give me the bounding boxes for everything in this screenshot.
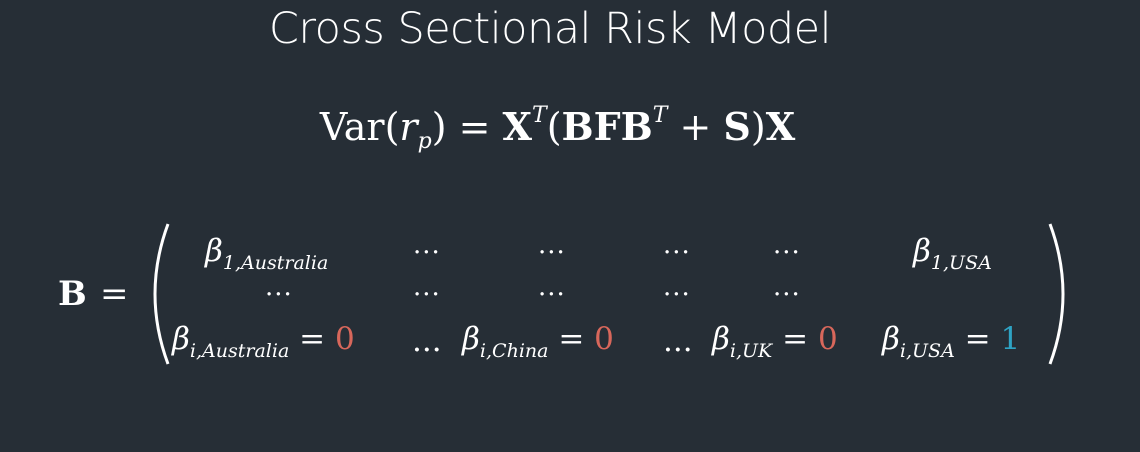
australia-zero-value: 0 (334, 321, 355, 357)
close-paren: ) (750, 105, 766, 149)
matrix-equals: = (100, 274, 129, 314)
row1-dots-3: ··· (663, 238, 691, 268)
weights-matrix-x: X (502, 104, 532, 149)
var-rparen: ) (431, 105, 447, 149)
row2-dots-1: ··· (265, 280, 293, 310)
row2-dots-4: ··· (663, 280, 691, 310)
matrix-b-symbol: B (58, 274, 87, 314)
cell-beta-i-australia: βi,Australia = 0 (172, 321, 355, 362)
var-operator: Var (319, 105, 385, 149)
transpose-superscript: T (532, 103, 547, 128)
row1-dots-4: ··· (773, 238, 801, 268)
row2-dots-5: ··· (773, 280, 801, 310)
portfolio-subscript: p (417, 129, 432, 154)
row3-dots-1: ... (412, 323, 442, 359)
right-parenthesis (1048, 223, 1065, 365)
cell-beta-i-usa: βi,USA = 1 (882, 321, 1021, 362)
variance-equation: Var(rp) = XT(BFBT + S)X (0, 103, 1115, 153)
equation-equals: = (446, 105, 503, 149)
row2-dots-2: ··· (413, 280, 441, 310)
left-parenthesis (153, 223, 170, 365)
cell-beta-1-australia: β1,Australia (205, 233, 329, 274)
open-paren: ( (546, 105, 562, 149)
bfb-term: BFB (561, 104, 653, 149)
plus-sign: + (667, 105, 724, 149)
china-zero-value: 0 (594, 321, 614, 357)
row2-dots-3: ··· (538, 280, 566, 310)
portfolio-return: r (399, 105, 418, 149)
cell-beta-1-usa: β1,USA (913, 233, 992, 274)
weights-matrix-x-2: X (765, 104, 796, 149)
slide-title: Cross Sectional Risk Model (268, 4, 832, 54)
usa-one-value: 1 (1000, 321, 1021, 357)
var-lparen: ( (384, 105, 400, 149)
row3-dots-2: ... (663, 323, 693, 359)
specific-risk-s: S (723, 104, 751, 149)
uk-zero-value: 0 (817, 321, 838, 357)
row1-dots-2: ··· (538, 238, 566, 268)
row1-dots-1: ··· (413, 238, 441, 268)
cell-beta-i-uk: βi,UK = 0 (712, 321, 838, 362)
transpose-superscript-2: T (652, 103, 668, 128)
cell-beta-i-china: βi,China = 0 (462, 321, 614, 362)
